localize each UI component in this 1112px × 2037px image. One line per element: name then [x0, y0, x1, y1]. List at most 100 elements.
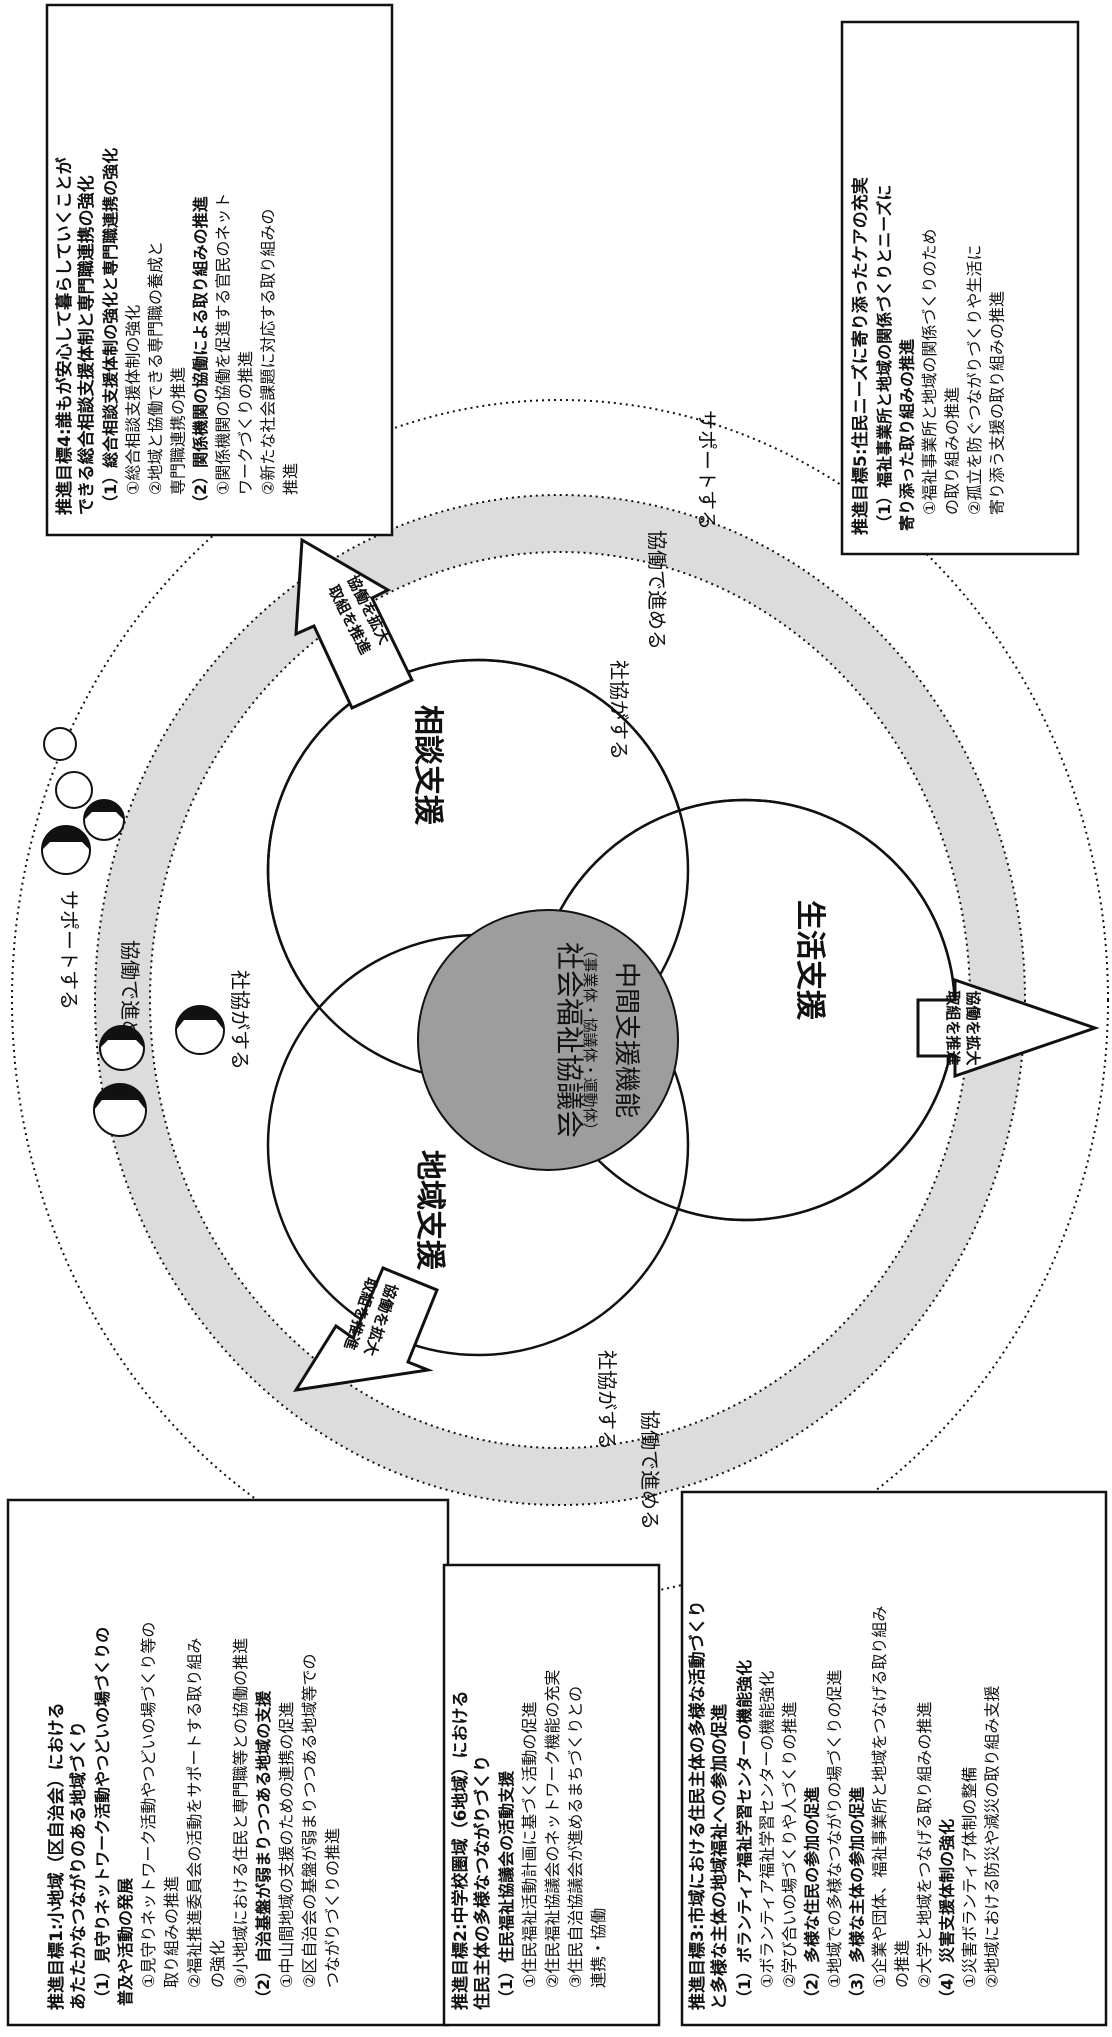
- goal-box-2-title-1: 推進目標2:中学校圏域（6地域）における: [450, 1691, 471, 2010]
- arrow-right-label-2: 取組を推進: [944, 990, 962, 1066]
- support-label-upper: サポートする: [695, 410, 719, 530]
- box2-line-2: ①住民福祉活動計画に基づく活動の促進: [520, 1702, 539, 1988]
- box2-line-4: ③住民自治協議会が進めるまちづくりとの: [566, 1686, 585, 1988]
- goal-box-3-frame: [680, 1490, 1108, 2027]
- kyodo-label-lower: 協働で進める: [638, 1410, 662, 1530]
- mascot-characters: [41, 727, 225, 1137]
- mascot-hair-5: [94, 1084, 146, 1110]
- arrow-right-shape: [916, 977, 1100, 1079]
- goal-box-3-title-1: 推進目標3:市域における住民主体の多様な活動づくり: [687, 1600, 708, 2010]
- box5-line-4: の取り組みの推進: [943, 387, 962, 515]
- mascot-face-4: [43, 727, 77, 761]
- center-circle: [417, 909, 679, 1171]
- box3-line-7: ①企業や団体、福祉事業所と地域をつなげる取り組み: [870, 1606, 889, 1988]
- box1-line-4: 取り組みの推進: [162, 1876, 181, 1988]
- goal-box-1-title-2: あたたかなつながりのある地域づくり: [68, 1721, 89, 2010]
- goal-box-4: 推進目標4:誰もが安心して暮らしていくことが できる総合相談支援体制と専門職連携…: [45, 3, 394, 537]
- box3-line-9: ②大学と地域をつなげる取り組みの推進: [915, 1702, 934, 1988]
- goal-box-2-title-2: 住民主体の多様なつながりづくり: [472, 1755, 493, 2010]
- seikatsu-label: 生活支援: [792, 900, 827, 1021]
- box1-line-10: ②区自治会の基盤が弱まりつつある地域等での: [300, 1653, 319, 1988]
- box5-line-6: 寄り添う支援の取り組みの推進: [988, 291, 1007, 515]
- center-subtitle: （事業体・協議体・運動体）: [581, 942, 599, 1137]
- center-text: 社会福祉協議会 （事業体・協議体・運動体） 中間支援機能: [553, 942, 641, 1138]
- box2-line-3: ②住民福祉協議会のネットワーク機能の充実: [543, 1670, 562, 1988]
- mascot-top-group: [41, 727, 125, 875]
- box1-line-7: ③小地域における住民と専門職等との協働の推進: [231, 1638, 250, 1988]
- arrow-upper: 協働を拡大 取組を推進: [294, 537, 415, 710]
- mascot-hair-6: [100, 1026, 144, 1048]
- goal-box-5-title-1: 推進目標5:住民ニーズに寄り添ったケアの充実: [850, 177, 871, 535]
- goal-box-1: 推進目標1:小地域（区自治会）における あたたかなつながりのある地域づくり （1…: [6, 1498, 450, 2027]
- box1-line-1: （1）見守りネットワーク活動やつどいの場づくりの: [93, 1627, 112, 2006]
- box3-line-11: ①災害ボランティア体制の整備: [960, 1767, 979, 1988]
- box4-line-4: 専門職連携の推進: [169, 367, 188, 495]
- box2-line-5: 連携・協働: [589, 1908, 608, 1988]
- support-label-left: サポートする: [57, 890, 81, 1010]
- box3-line-4: （2）多様な住民の参加の促進: [803, 1787, 822, 2006]
- mascot-hair-1: [42, 826, 90, 850]
- center-function: 中間支援機能: [611, 962, 641, 1118]
- shakyo-label-left: 社協がする: [228, 970, 252, 1070]
- goal-box-2-frame: [442, 1563, 661, 2027]
- box3-line-1: （1）ボランティア福祉学習センターの機能強化: [735, 1660, 754, 2006]
- goal-box-3-title-2: と多様な主体の地域福祉への参加の促進: [709, 1704, 730, 2010]
- arrow-lower-shape: [292, 1266, 439, 1392]
- box4-line-5: （2）関係機関の協働による取り組みの推進: [191, 196, 210, 511]
- mascot-hair-7: [176, 1006, 224, 1030]
- goal-box-1-title-1: 推進目標1:小地域（区自治会）における: [46, 1702, 67, 2010]
- circle-labels: 相談支援 生活支援 地域支援: [410, 705, 827, 1271]
- goal-box-5-frame: [840, 20, 1080, 556]
- goal-box-4-frame: [45, 3, 394, 537]
- box1-line-3: ①見守りネットワーク活動やつどいの場づくり等の: [139, 1622, 158, 1988]
- box3-line-3: ②学び合いの場づくりや人づくりの推進: [780, 1702, 799, 1988]
- box5-line-3: ①福祉事業所と地域の関係づくりのため: [920, 229, 939, 515]
- arrow-right: 協働を拡大 取組を推進: [916, 977, 1100, 1079]
- box1-line-8: （2）自治基盤が弱まりつつある地域の支援: [254, 1690, 273, 2006]
- chiiki-label: 地域支援: [412, 1150, 447, 1271]
- box4-line-8: ②新たな社会課題に対応する取り組みの: [259, 209, 278, 495]
- box3-line-8: の推進: [893, 1940, 912, 1988]
- goal-box-4-title-1: 推進目標4:誰もが安心して暮らしていくことが: [54, 157, 75, 515]
- box3-line-10: （4）災害支援体制の強化: [938, 1819, 957, 2006]
- box4-line-1: （1）総合相談支援体制の強化と専門職連携の強化: [101, 148, 120, 511]
- mascot-left-group: [93, 1005, 225, 1137]
- mascot-face-3: [55, 771, 93, 809]
- goal-box-2: 推進目標2:中学校圏域（6地域）における 住民主体の多様なつながりづくり （1）…: [442, 1563, 661, 2027]
- goal-box-4-title-2: できる総合相談支援体制と専門職連携の強化: [76, 175, 97, 515]
- box4-line-9: 推進: [281, 463, 300, 495]
- shakyo-label-upper: 社協がする: [607, 660, 631, 760]
- arrow-right-label-1: 協働を拡大: [964, 990, 982, 1065]
- box4-line-7: ワークづくりの推進: [236, 351, 255, 495]
- box2-line-1: （1）住民福祉協議会の活動支援: [497, 1770, 516, 2006]
- goal-box-5: 推進目標5:住民ニーズに寄り添ったケアの充実 （1）福祉事業所と地域の関係づくり…: [840, 20, 1080, 556]
- arrow-upper-shape: [294, 537, 415, 710]
- box3-line-2: ①ボランティア福祉学習センターの機能強化: [758, 1671, 777, 1988]
- box4-line-6: ①関係機関の協働を促進する官民のネット: [214, 193, 233, 495]
- box5-line-1: （1）福祉事業所と地域の関係づくりとニーズに: [875, 185, 894, 531]
- box4-line-2: ①総合相談支援体制の強化: [124, 305, 143, 495]
- box3-line-6: （3）多様な主体の参加の促進: [848, 1787, 867, 2006]
- shakyo-label-lower: 社協がする: [595, 1350, 619, 1450]
- kyodo-label-upper: 協働で進める: [645, 530, 669, 650]
- box1-line-11: つながりづくりの推進: [323, 1828, 342, 1988]
- support-circles: [266, 658, 957, 1357]
- box5-line-2: 寄り添った取り組みの推進: [898, 339, 917, 531]
- center-title: 社会福祉協議会: [553, 942, 586, 1138]
- box1-line-6: の強化: [208, 1940, 227, 1988]
- box5-line-5: ②孤立を防ぐつながりづくりや生活に: [965, 245, 984, 515]
- goal-box-1-frame: [6, 1498, 450, 2027]
- box1-line-5: ②福祉推進委員会の活動をサポートする取り組み: [185, 1638, 204, 1988]
- box1-line-9: ①中山間地域の支援のための連携の促進: [277, 1702, 296, 1988]
- sodan-label: 相談支援: [410, 705, 445, 826]
- goal-box-3: 推進目標3:市域における住民主体の多様な活動づくり と多様な主体の地域福祉への参…: [680, 1490, 1108, 2027]
- box3-line-5: ①地域での多様なつながりの場づくりの促進: [825, 1670, 844, 1988]
- box3-line-12: ②地域における防災や減災の取り組み支援: [983, 1686, 1002, 1988]
- box1-line-2: 普及や活動の発展: [116, 1877, 135, 2006]
